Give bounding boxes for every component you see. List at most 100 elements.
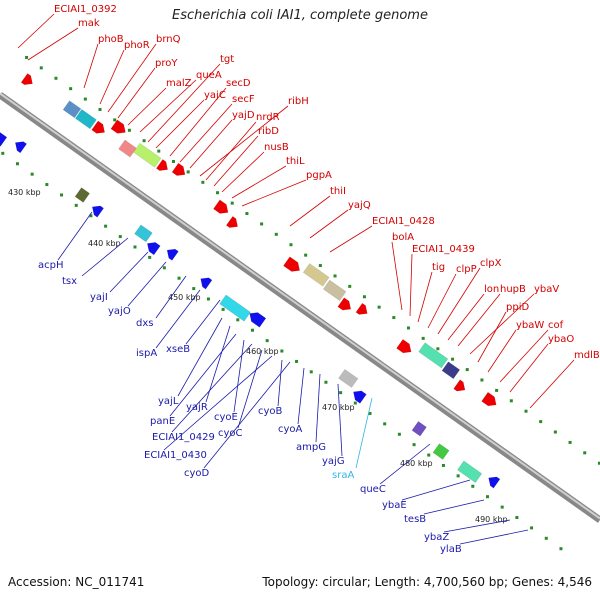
tick-mark [30, 172, 34, 176]
tick-mark [142, 139, 146, 143]
reverse-gene-shape [74, 187, 90, 203]
gene-label: phoB [98, 34, 124, 45]
reverse-gene [134, 224, 153, 243]
label-line [155, 99, 205, 149]
forward-gene [75, 109, 97, 130]
label-line [477, 311, 507, 363]
reverse-gene [166, 248, 179, 261]
tick-mark [250, 328, 254, 332]
gene-label: thiL [286, 156, 305, 167]
tick-mark [171, 160, 175, 164]
tick-mark [289, 243, 293, 247]
gene-label: queC [360, 484, 386, 495]
tick-mark [465, 368, 469, 372]
label-line [237, 349, 263, 429]
forward-gene-shape [481, 391, 497, 407]
tick-mark [544, 536, 548, 540]
label-line [127, 87, 167, 126]
tick-mark [539, 420, 543, 424]
gene-label: yajO [108, 306, 131, 317]
tick-mark [515, 515, 519, 519]
tick-mark [186, 170, 190, 174]
reverse-gene [91, 205, 104, 218]
gene-label: mdlB [574, 350, 600, 361]
tick-mark [295, 359, 299, 363]
label-line [355, 397, 373, 469]
kbp-label: 470 kbp [322, 403, 355, 412]
label-line [337, 383, 343, 457]
reverse-gene [457, 460, 483, 483]
tick-mark [495, 388, 499, 392]
reverse-gene-shape [432, 443, 450, 460]
gene-label: yajR [186, 402, 208, 413]
label-line [169, 87, 227, 157]
label-line [469, 293, 535, 355]
label-line [81, 237, 129, 277]
genome-summary-text: Topology: circular; Length: 4,700,560 bp… [262, 575, 592, 589]
reverse-gene-shape [457, 460, 483, 483]
tick-mark [500, 505, 504, 509]
tick-mark [436, 347, 440, 351]
gene-label: ybaW [516, 320, 544, 331]
gene-label: ECIAI1_0429 [152, 432, 215, 443]
gene-label: mak [78, 18, 100, 29]
reverse-gene-shape [91, 205, 104, 218]
label-line [401, 479, 471, 501]
tick-mark [15, 162, 19, 166]
tick-mark [201, 180, 205, 184]
forward-gene-shape [337, 297, 352, 311]
forward-gene [156, 159, 168, 171]
tick-mark [324, 380, 328, 384]
tick-mark [427, 453, 431, 457]
label-line [241, 179, 307, 207]
reverse-gene-shape [134, 224, 153, 243]
label-line [233, 339, 245, 413]
forward-gene-shape [302, 263, 330, 287]
label-line [83, 43, 99, 89]
gene-label: xseB [166, 344, 190, 355]
tick-mark [406, 326, 410, 330]
tick-mark [260, 222, 264, 226]
tick-mark [451, 357, 455, 361]
label-line [127, 261, 167, 307]
tick-mark [39, 66, 43, 70]
reverse-gene [219, 294, 251, 322]
reverse-gene-shape [146, 242, 161, 256]
label-line [379, 443, 431, 485]
forward-gene-shape [355, 302, 368, 315]
gene-label: yajI [90, 292, 108, 303]
tick-mark [157, 149, 161, 153]
forward-gene-shape [156, 159, 168, 171]
gene-label: ECIAI1_0428 [372, 216, 435, 227]
label-line [27, 27, 79, 61]
gene-label: cof [548, 320, 564, 331]
reverse-gene [411, 420, 427, 437]
tick-mark [54, 76, 58, 80]
label-line [155, 289, 201, 349]
tick-mark [309, 370, 313, 374]
kbp-label: 480 kbp [400, 459, 433, 468]
reverse-gene-shape [338, 368, 359, 388]
forward-gene-shape [453, 379, 466, 392]
gene-label: ppiD [506, 302, 529, 313]
reverse-gene [488, 476, 501, 489]
gene-label: ybaE [382, 500, 407, 511]
forward-gene-shape [322, 279, 347, 301]
label-line [447, 293, 485, 341]
forward-gene-shape [283, 256, 300, 272]
gene-label: nrdR [256, 112, 280, 123]
tick-mark [353, 401, 357, 405]
gene-label: yajG [322, 456, 345, 467]
label-line [443, 519, 511, 533]
gene-label: yajC [204, 90, 226, 101]
gene-label: secD [226, 78, 251, 89]
forward-gene-shape [133, 142, 162, 168]
tick-mark [1, 151, 5, 155]
label-line [529, 359, 575, 409]
tick-mark [192, 287, 196, 291]
label-line [117, 67, 156, 119]
tick-mark [177, 276, 181, 280]
gene-label: ybaO [548, 334, 574, 345]
reverse-gene-shape [219, 294, 251, 322]
gene-labels: ECIAI1_0392makphoBphoRbrnQproYmalZqueAtg… [38, 4, 600, 555]
